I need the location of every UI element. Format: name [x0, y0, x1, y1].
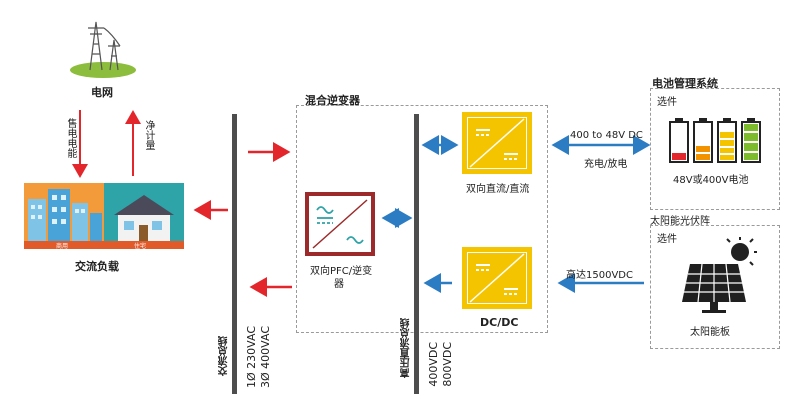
hybrid-inverter-box: [296, 105, 548, 333]
ac-voltage-1: 1Ø 230VAC: [245, 326, 258, 388]
bidir-pfc-label-1: 双向PFC/逆变: [310, 266, 373, 277]
bidir-dcdc-label: 双向直流/直流: [466, 184, 530, 195]
solar-optional-label: 选件: [657, 234, 677, 245]
battery-icon: [669, 118, 761, 163]
bidir-dcdc-block: [462, 112, 532, 174]
hybrid-inverter-title: 混合逆变器: [305, 94, 360, 107]
power-tower-icon: [70, 21, 136, 78]
ac-load-label: 交流负载: [75, 260, 119, 273]
dc-bus-label: 高压直流总线: [401, 318, 412, 378]
sun-icon: [726, 237, 757, 266]
converter-symbol-icon: [469, 118, 525, 168]
grid-label: 电网: [91, 86, 113, 99]
ac-dc-symbol-icon: [312, 199, 368, 249]
building-icon: [24, 183, 104, 249]
dc-voltage-2: 800VDC: [441, 342, 454, 387]
ac-voltage-2: 3Ø 400VAC: [259, 326, 272, 388]
bms-box: [650, 88, 780, 210]
house-icon: [104, 183, 184, 249]
bms-optional-label: 选件: [657, 97, 677, 108]
solar-box: [650, 225, 780, 349]
ac-bus-label: 交流总线: [219, 336, 230, 376]
solar-title: 太阳能光伏阵: [650, 216, 710, 227]
solar-panel-icon: [682, 237, 757, 313]
bidir-pfc-label-2: 器: [334, 279, 344, 290]
dcdc-label: DC/DC: [480, 316, 519, 329]
charge-discharge-label: 充电/放电: [584, 159, 628, 170]
bms-title: 电池管理系统: [652, 77, 718, 90]
dc-voltage-1: 400VDC: [427, 342, 440, 387]
bidir-pfc-block: [305, 192, 375, 256]
converter-symbol-icon: [469, 253, 525, 303]
solar-panel-label: 太阳能板: [690, 327, 730, 338]
buy-power-label: 售电电能: [65, 118, 76, 158]
high-voltage-label: 高达1500VDC: [566, 270, 633, 281]
battery-voltage-label: 48V或400V电池: [673, 175, 749, 186]
commercial-label: 商用: [56, 243, 69, 250]
ac-bus: [232, 114, 237, 394]
voltage-range-label: 400 to 48V DC: [570, 130, 643, 141]
sell-power-label: 净计量: [143, 120, 154, 150]
ac-load-illustration: [24, 183, 184, 249]
dcdc-block: [462, 247, 532, 309]
dc-bus: [414, 114, 419, 394]
residential-label: 住宅: [134, 243, 147, 250]
